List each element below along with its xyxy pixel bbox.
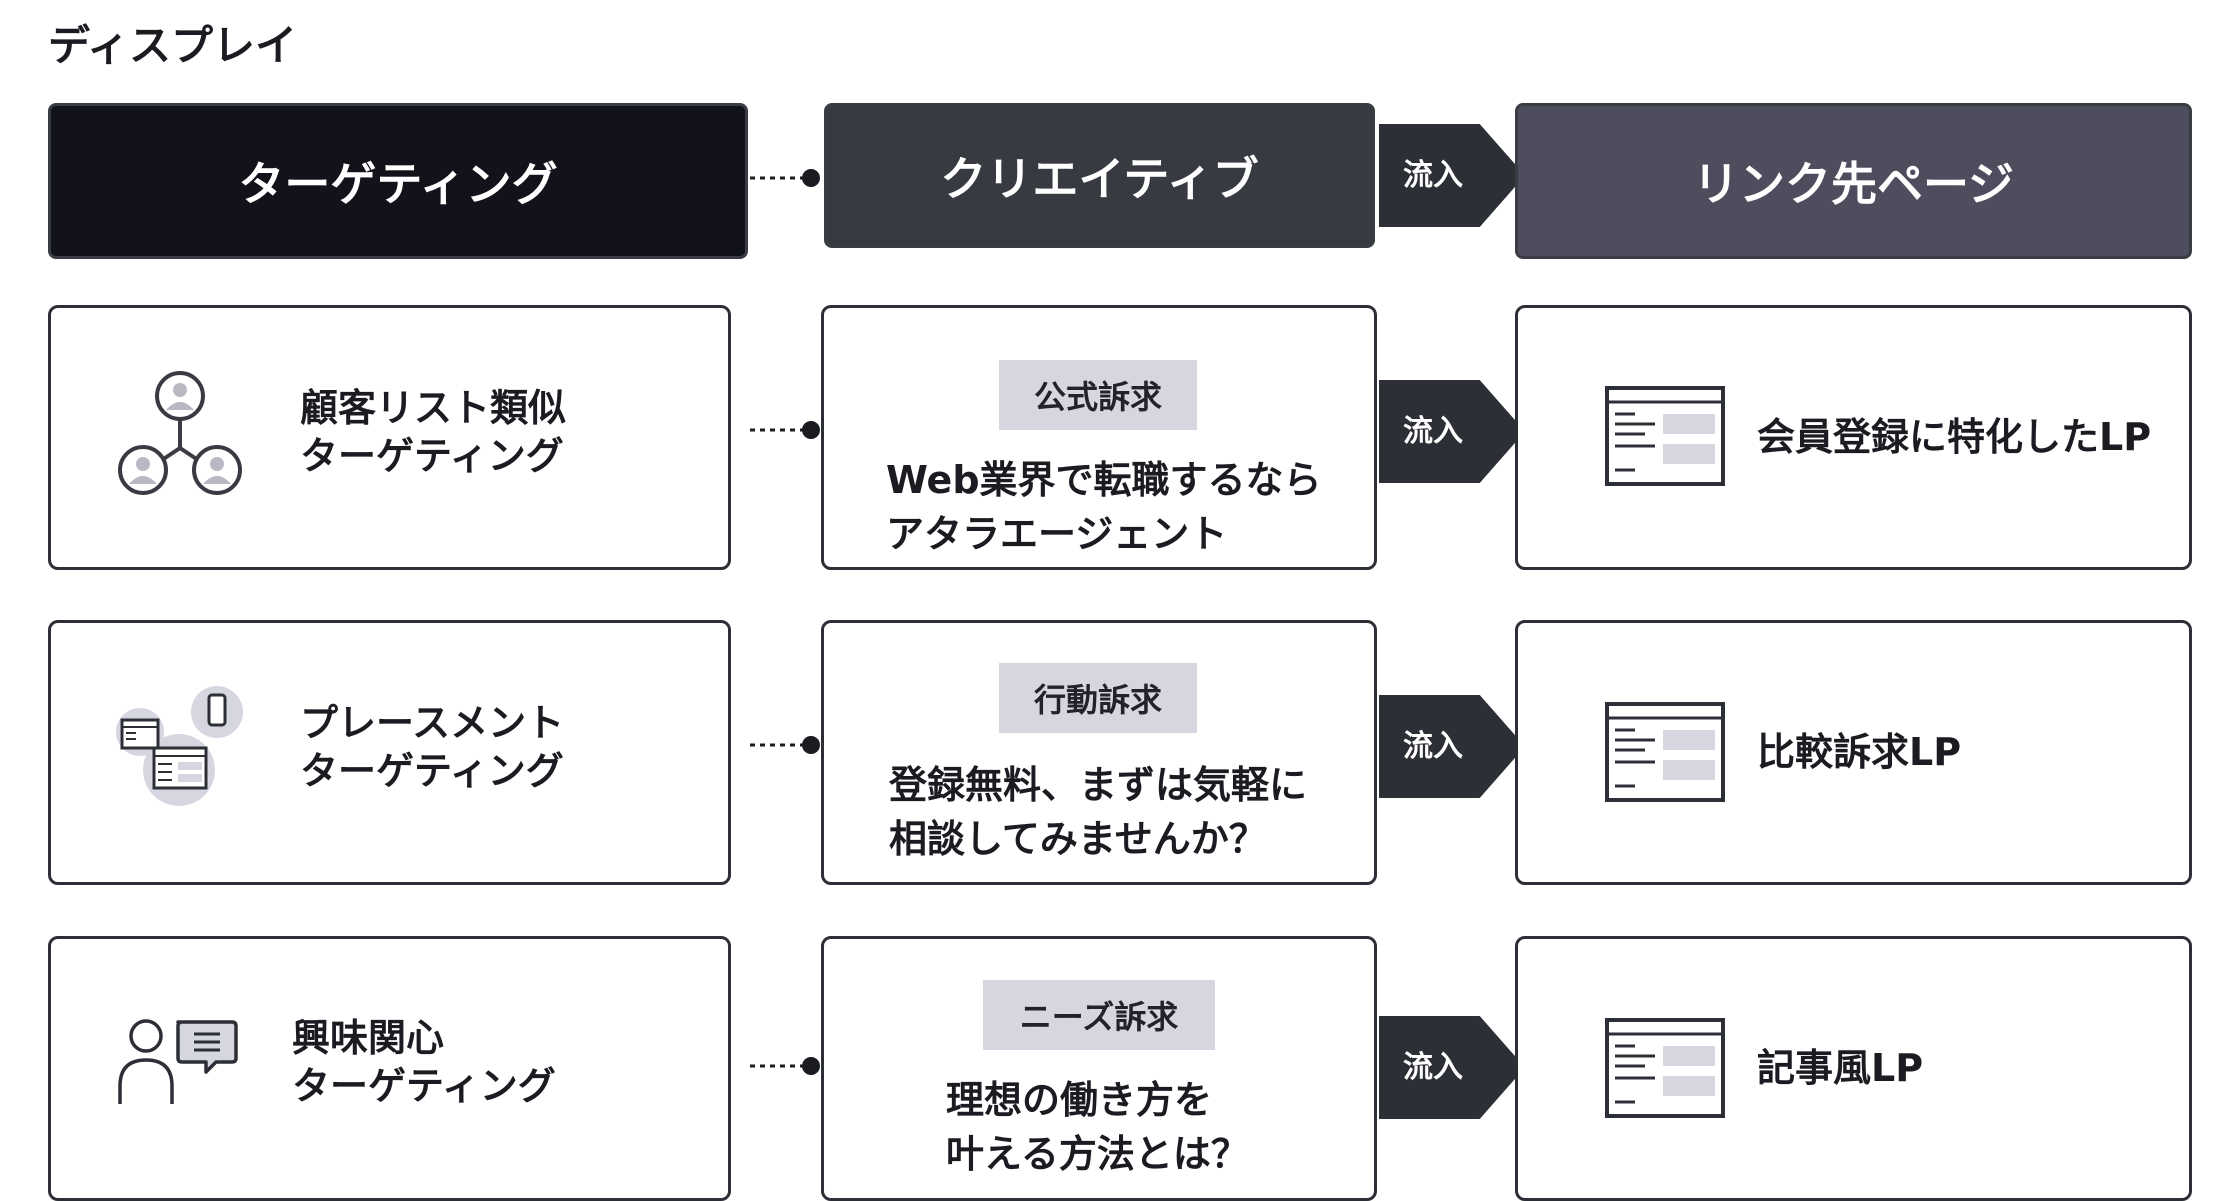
- flow-label: 流入: [1403, 1050, 1463, 1085]
- creative-copy: 登録無料、まずは気軽に 相談してみませんか？: [889, 763, 1308, 861]
- header-link-page: リンク先ページ: [1515, 103, 2192, 259]
- flow-label: 流入: [1403, 414, 1463, 449]
- flow-label: 流入: [1403, 158, 1463, 193]
- flow-arrow: 流入: [1379, 124, 1525, 227]
- link-page-label: 記事風LP: [1757, 1046, 1924, 1090]
- header-creative: クリエイティブ: [824, 103, 1375, 248]
- targeting-label: 興味関心 ターゲティング: [292, 1016, 556, 1108]
- creative-copy: 理想の働き方を 叶える方法とは？: [946, 1078, 1249, 1176]
- link-page-label: 会員登録に特化したLP: [1757, 415, 2152, 459]
- appeal-badge: 行動訴求: [999, 663, 1197, 733]
- flow-arrow: 流入: [1379, 1016, 1525, 1119]
- creative-copy: Web業界で転職するなら アタラエージェント: [886, 458, 1322, 556]
- user-network-icon: [118, 371, 242, 495]
- appeal-badge: 公式訴求: [999, 360, 1197, 430]
- creative-card: [821, 305, 1377, 570]
- webpage-icon: [1605, 702, 1725, 802]
- webpage-icon: [1605, 386, 1725, 486]
- appeal-badge: ニーズ訴求: [983, 980, 1215, 1050]
- person-chat-icon: [118, 1019, 238, 1104]
- targeting-label: 顧客リスト類似 ターゲティング: [300, 386, 567, 478]
- targeting-card: [48, 305, 731, 570]
- creative-card: [821, 620, 1377, 885]
- placement-devices-icon: [116, 686, 243, 806]
- flow-label: 流入: [1403, 729, 1463, 764]
- page-title: ディスプレイ: [48, 21, 298, 70]
- webpage-icon: [1605, 1018, 1725, 1118]
- targeting-label: プレースメント ターゲティング: [300, 701, 565, 793]
- header-targeting: ターゲティング: [48, 103, 748, 259]
- dotted-connector: [750, 736, 820, 754]
- dotted-connector: [750, 421, 820, 439]
- flow-arrow: 流入: [1379, 695, 1525, 798]
- flow-arrow: 流入: [1379, 380, 1525, 483]
- link-page-label: 比較訴求LP: [1757, 730, 1962, 774]
- dotted-connector: [750, 169, 820, 187]
- dotted-connector: [750, 1057, 820, 1075]
